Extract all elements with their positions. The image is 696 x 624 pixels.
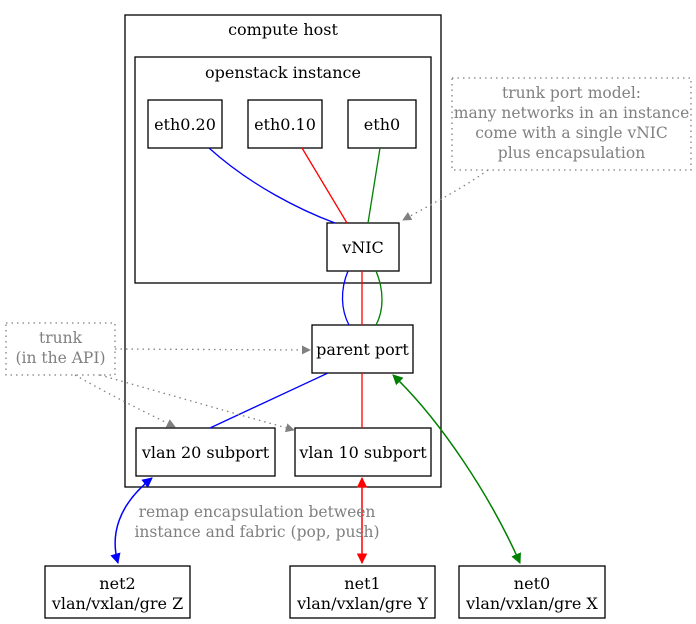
net1-box (289, 565, 436, 619)
net2-name: net2 (99, 574, 136, 593)
link-parent-vlan20 (209, 372, 329, 429)
remap-note-line-2: instance and fabric (pop, push) (134, 523, 380, 541)
note-arrow-to-vnic (402, 169, 489, 221)
link-eth0-vnic (367, 147, 381, 224)
eth0-20-label: eth0.20 (154, 115, 216, 134)
net1-detail: vlan/vxlan/gre Y (297, 594, 428, 613)
link-eth0-20-vnic (208, 147, 336, 224)
instance-box (134, 56, 432, 284)
net2-detail: vlan/vxlan/gre Z (51, 594, 184, 613)
trunk-api-note-box (5, 322, 116, 376)
trunk-model-note-line-4: plus encapsulation (497, 144, 646, 162)
instance-label: openstack instance (205, 63, 361, 82)
eth0-10-label: eth0.10 (254, 115, 316, 134)
trunk-api-note-line-2: (in the API) (15, 349, 106, 367)
note-arrow-to-parent-port (114, 345, 311, 355)
vlan10-subport-label: vlan 10 subport (299, 443, 427, 462)
trunk-api-note-line-1: trunk (39, 329, 82, 347)
eth0-box (347, 99, 417, 149)
link-vnic-parent-green (375, 270, 383, 326)
trunk-model-note-line-3: come with a single vNIC (475, 124, 668, 142)
trunk-model-note-box (451, 77, 692, 171)
eth0-label: eth0 (363, 115, 401, 134)
net2-box (44, 565, 191, 619)
eth0-10-box (247, 99, 323, 149)
trunk-model-note-line-1: trunk port model: (501, 84, 642, 102)
remap-note-line-1: remap encapsulation between (138, 503, 376, 521)
net1-name: net1 (344, 574, 381, 593)
link-vnic-parent-blue (341, 270, 350, 326)
vlan20-subport-box (135, 427, 276, 477)
vnic-label: vNIC (342, 238, 384, 257)
link-vlan20-net2 (110, 477, 153, 565)
net0-name: net0 (513, 574, 551, 593)
compute-host-box (124, 14, 442, 488)
link-parent-net0 (392, 374, 521, 564)
net0-box (458, 565, 606, 619)
compute-host-label: compute host (228, 20, 338, 39)
vnic-box (326, 222, 400, 272)
parent-port-label: parent port (316, 340, 409, 359)
net0-detail: vlan/vxlan/gre X (466, 594, 598, 613)
eth0-20-box (147, 99, 223, 149)
trunk-model-note-line-2: many networks in an instance (453, 104, 690, 122)
link-eth0-10-vnic (301, 147, 348, 224)
vlan20-subport-label: vlan 20 subport (141, 443, 270, 462)
